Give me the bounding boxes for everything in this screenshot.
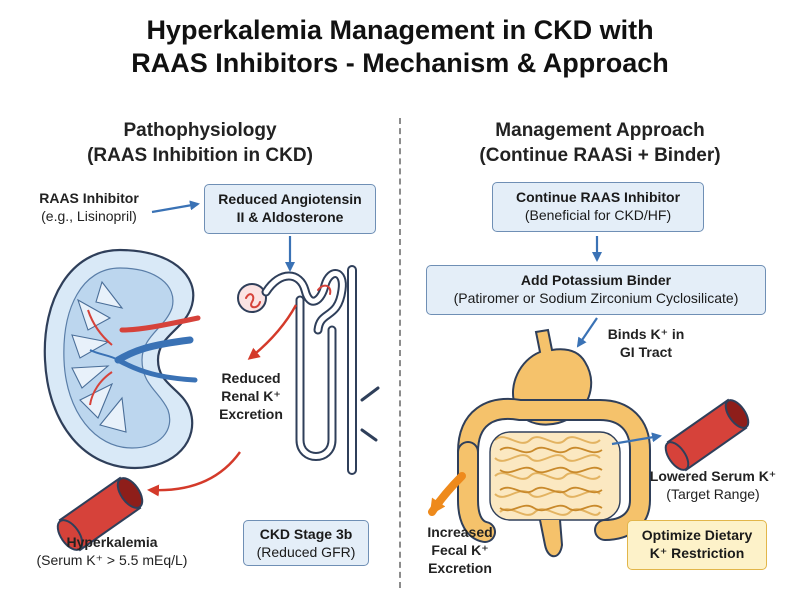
binder-box-line-2: (Patiromer or Sodium Zirconium Cyclosili… bbox=[453, 290, 739, 306]
binds-gi-label: Binds K⁺ in GI Tract bbox=[596, 325, 696, 361]
fecal-line-1: Increased bbox=[427, 524, 493, 540]
fecal-excretion-label: Increased Fecal K⁺ Excretion bbox=[410, 523, 510, 577]
right-heading-line-1: Management Approach bbox=[495, 120, 705, 141]
title-line-2: RAAS Inhibitors - Mechanism & Approach bbox=[131, 48, 669, 78]
blood-vessel-icon bbox=[56, 476, 144, 552]
left-heading-line-2: (RAAS Inhibition in CKD) bbox=[87, 145, 313, 166]
add-binder-box: Add Potassium Binder (Patiromer or Sodiu… bbox=[426, 265, 766, 315]
continue-box-line-2: (Beneficial for CKD/HF) bbox=[524, 207, 672, 223]
raas-inhibitor-example: (e.g., Lisinopril) bbox=[41, 208, 137, 224]
hyperkalemia-label: Hyperkalemia (Serum K⁺ > 5.5 mEq/L) bbox=[12, 533, 212, 569]
ckd-stage-box: CKD Stage 3b (Reduced GFR) bbox=[243, 520, 369, 566]
optimize-diet-box: Optimize Dietary K⁺ Restriction bbox=[627, 520, 767, 570]
left-section-heading: Pathophysiology (RAAS Inhibition in CKD) bbox=[40, 118, 360, 168]
right-heading-line-2: (Continue RAASi + Binder) bbox=[479, 145, 721, 166]
continue-raas-box: Continue RAAS Inhibitor (Beneficial for … bbox=[492, 182, 704, 232]
raas-inhibitor-name: RAAS Inhibitor bbox=[39, 190, 139, 206]
title-line-1: Hyperkalemia Management in CKD with bbox=[146, 15, 654, 45]
arrow-nephron-to-excretion bbox=[247, 304, 298, 360]
section-divider bbox=[399, 118, 401, 588]
left-heading-line-1: Pathophysiology bbox=[123, 120, 277, 141]
arrow-inhibitor-to-reduced bbox=[151, 200, 200, 214]
page-title: Hyperkalemia Management in CKD with RAAS… bbox=[0, 14, 800, 80]
reduced-box-line-2: II & Aldosterone bbox=[236, 209, 344, 225]
lowered-detail: (Target Range) bbox=[666, 486, 760, 502]
continue-box-line-1: Continue RAAS Inhibitor bbox=[515, 189, 681, 205]
reduced-excretion-line-1: Reduced bbox=[221, 370, 281, 386]
arrow-gi-to-fecal bbox=[428, 472, 466, 516]
reduced-excretion-label: Reduced Renal K⁺ Excretion bbox=[196, 369, 306, 423]
raas-inhibitor-label: RAAS Inhibitor (e.g., Lisinopril) bbox=[14, 189, 164, 225]
arrow-binder-to-gi bbox=[576, 317, 598, 348]
reduced-angiotensin-box: Reduced Angiotensin II & Aldosterone bbox=[204, 184, 376, 234]
hyperkalemia-detail: (Serum K⁺ > 5.5 mEq/L) bbox=[36, 552, 188, 568]
right-section-heading: Management Approach (Continue RAASi + Bi… bbox=[430, 118, 770, 168]
binds-line-2: GI Tract bbox=[619, 344, 673, 360]
reduced-excretion-line-3: Excretion bbox=[219, 406, 283, 422]
fecal-line-3: Excretion bbox=[428, 560, 492, 576]
ckd-box-line-2: (Reduced GFR) bbox=[256, 544, 356, 560]
binder-box-line-1: Add Potassium Binder bbox=[520, 272, 672, 288]
nephron-illustration bbox=[237, 265, 380, 475]
blood-vessel-icon bbox=[664, 398, 750, 472]
reduced-excretion-line-2: Renal K⁺ bbox=[221, 388, 281, 404]
arrow-excretion-to-hyperkalemia bbox=[147, 451, 241, 497]
stomach-intestine-illustration bbox=[457, 328, 651, 558]
diet-box-line-1: Optimize Dietary bbox=[641, 527, 753, 543]
arrow-gi-to-lowered bbox=[611, 432, 662, 446]
diet-box-line-2: K⁺ Restriction bbox=[649, 545, 745, 561]
ckd-box-line-1: CKD Stage 3b bbox=[259, 526, 353, 542]
lowered-serum-label: Lowered Serum K⁺ (Target Range) bbox=[628, 467, 798, 503]
hyperkalemia-name: Hyperkalemia bbox=[66, 534, 158, 550]
kidney-illustration bbox=[43, 248, 201, 470]
reduced-box-line-1: Reduced Angiotensin bbox=[218, 191, 362, 207]
binds-line-1: Binds K⁺ in bbox=[607, 326, 685, 342]
lowered-name: Lowered Serum K⁺ bbox=[649, 468, 777, 484]
fecal-line-2: Fecal K⁺ bbox=[431, 542, 489, 558]
